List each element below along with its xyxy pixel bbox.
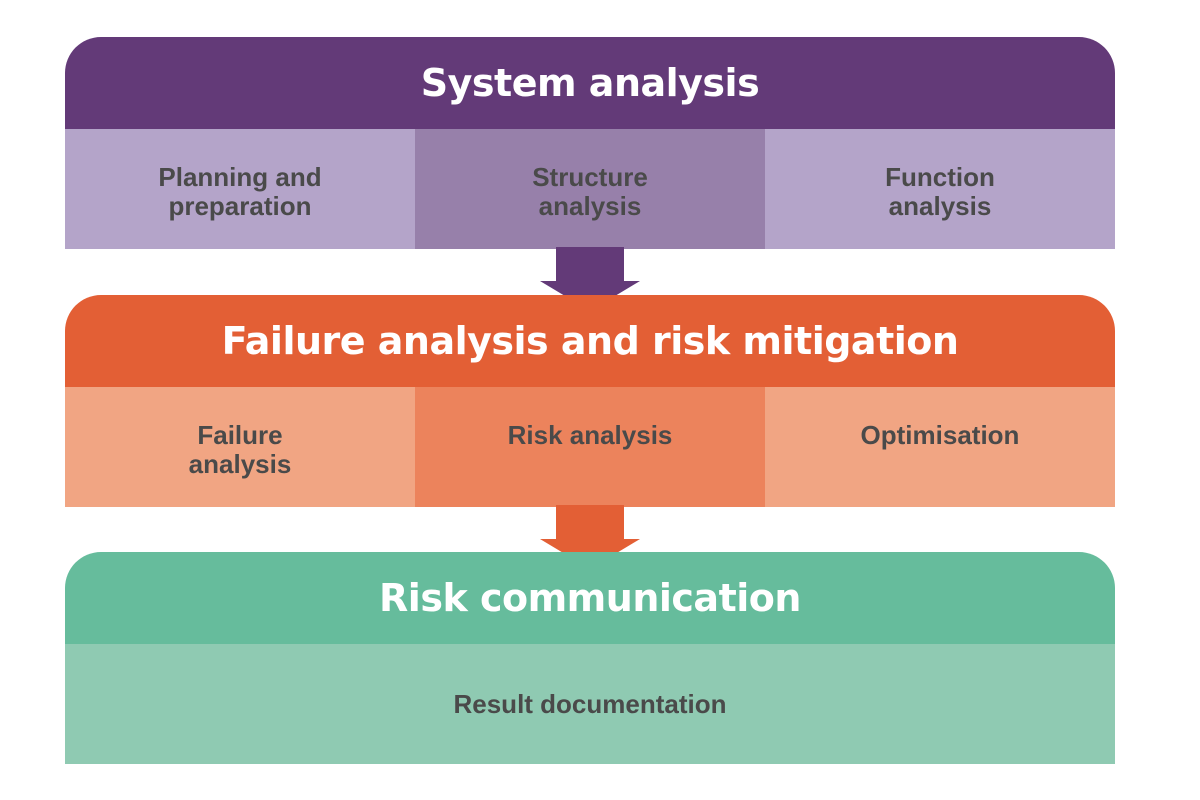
step-result-documentation: Result documentation (65, 644, 1115, 764)
step-function-analysis: Function analysis (765, 129, 1115, 249)
step-row: Failure analysis Risk analysis Optimisat… (65, 387, 1115, 507)
step-label: Failure analysis (188, 420, 292, 479)
step-row: Planning and preparation Structure analy… (65, 129, 1115, 249)
section-title: Risk communication (65, 552, 1115, 644)
step-optimisation: Optimisation (765, 387, 1115, 507)
step-label: Function analysis (885, 162, 995, 221)
step-planning-preparation: Planning and preparation (65, 129, 415, 249)
section-title: System analysis (65, 37, 1115, 129)
step-label: Optimisation (860, 420, 1020, 450)
step-label: Planning and preparation (158, 162, 322, 221)
section-title: Failure analysis and risk mitigation (65, 295, 1115, 387)
step-risk-analysis: Risk analysis (415, 387, 765, 507)
section-failure-analysis-risk-mitigation: Failure analysis and risk mitigation Fai… (65, 295, 1115, 507)
step-failure-analysis: Failure analysis (65, 387, 415, 507)
section-system-analysis: System analysis Planning and preparation… (65, 37, 1115, 249)
step-structure-analysis: Structure analysis (415, 129, 765, 249)
step-label: Risk analysis (507, 420, 673, 450)
step-label: Structure analysis (532, 162, 648, 221)
step-label: Result documentation (453, 688, 727, 719)
section-risk-communication: Risk communication Result documentation (65, 552, 1115, 764)
